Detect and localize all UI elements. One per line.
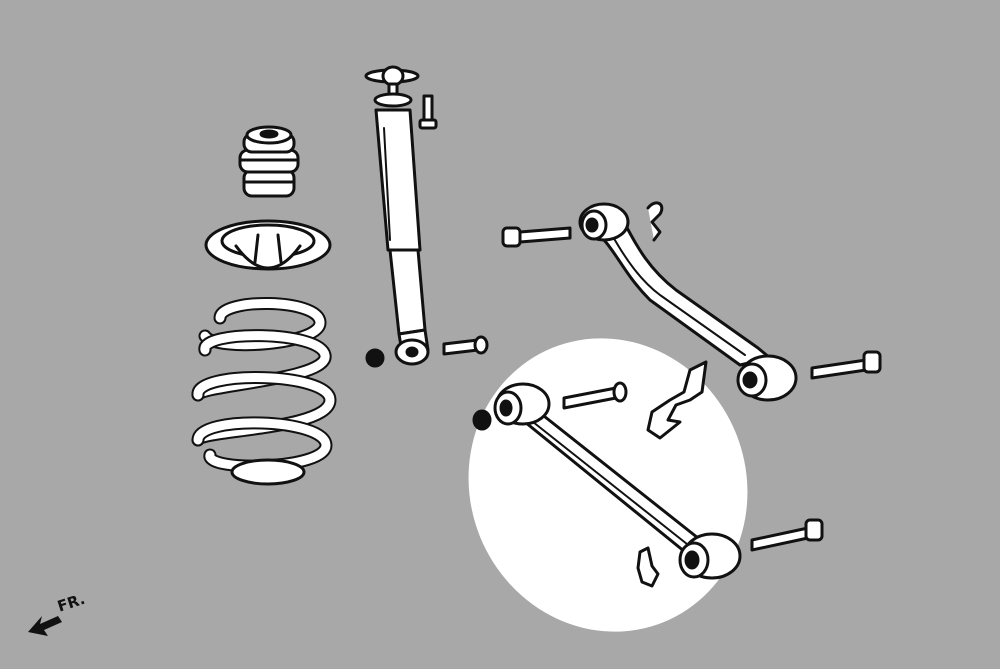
lower-trailing-arm: [493, 382, 742, 580]
bump-stop: [238, 125, 300, 198]
lower-arm-rear-nut: [636, 546, 660, 588]
lower-arm-rear-bolt: [750, 518, 824, 552]
upper-arm-rear-bolt: [810, 350, 882, 380]
lower-arm-front-nut: [472, 409, 492, 431]
arrow-front-icon: [28, 616, 62, 636]
upper-arm-clip: [646, 201, 664, 242]
lower-arm-front-bolt: [562, 381, 628, 410]
spring-seat: [204, 219, 332, 271]
shock-top-bolt: [418, 94, 438, 130]
shock-absorber: [364, 65, 430, 366]
shock-lower-nut: [365, 348, 385, 368]
mounting-bracket: [646, 360, 708, 440]
upper-arm-front-bolt: [501, 226, 572, 248]
upper-control-arm: [578, 202, 798, 402]
shock-lower-bolt: [442, 335, 489, 356]
coil-spring: [191, 297, 337, 486]
